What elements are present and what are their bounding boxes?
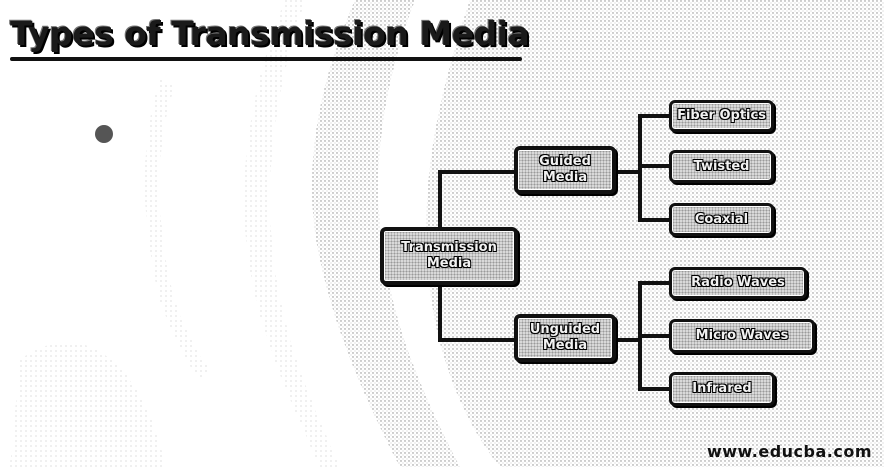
connector-root-guided [438,170,518,230]
connector-guided-children [638,114,672,222]
micro-waves-node: Micro Waves [669,319,815,353]
unguided-media-node: Unguided Media [514,314,616,362]
page-title: Types of Transmission Media [10,14,530,53]
radio-waves-label: Radio Waves [691,275,785,290]
root-node-label: Transmission Media [401,240,497,271]
guided-media-node: Guided Media [514,146,616,194]
title-underline [10,57,522,61]
coaxial-node: Coaxial [669,203,774,236]
infrared-label: Infrared [692,381,752,396]
unguided-media-label: Unguided Media [529,322,601,353]
connector-root-unguided [438,281,518,342]
infrared-node: Infrared [669,372,775,406]
twisted-label: Twisted [693,158,750,174]
twisted-node: Twisted [669,150,774,183]
radio-waves-node: Radio Waves [669,267,807,299]
connector-unguided-children [638,281,672,391]
root-node: Transmission Media [380,227,518,285]
coaxial-label: Coaxial [694,211,749,227]
micro-waves-label: Micro Waves [695,328,789,343]
fiber-optics-node: Fiber Optics [669,100,774,132]
guided-media-label: Guided Media [539,154,591,185]
fiber-optics-label: Fiber Optics [677,108,766,123]
footer-url: www.educba.com [706,442,872,461]
